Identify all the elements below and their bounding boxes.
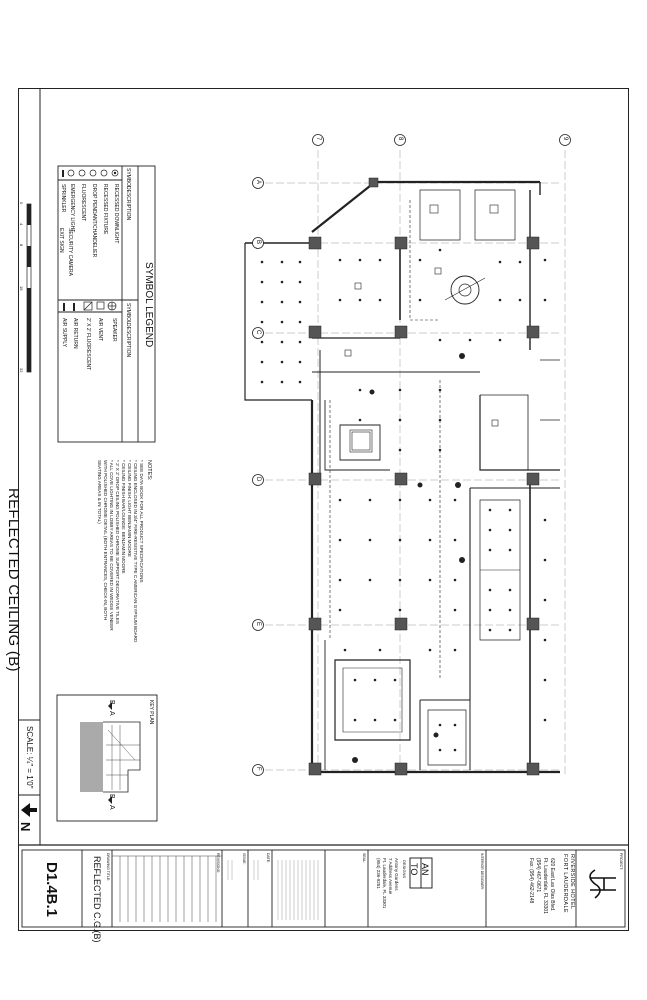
revisions-label: REVISIONS: [216,853,220,874]
note-line: * SEE DATA BOOK FOR ALL PRODUCT SPECIFIC… [139,460,144,583]
designer-name: Antony Gardens [394,858,399,891]
legend-col-description-2: DESCRIPTION [125,323,131,358]
note-line: WITH POLISHED CHROME DETAIL (BOTH ENTRAN… [103,460,108,621]
hotel-name: RIVERSIDE HOTEL [569,854,575,910]
grid-label: 7 [315,137,321,141]
note-line: * ALL COVE LIGHTING IN LOBBY AREAS TO BE… [109,460,114,631]
hotel-address2: Ft. Lauderdale, FL 33301 [542,858,548,914]
issue-label: ISSUE: [242,853,246,865]
structural-columns [308,177,540,776]
legend-item: FLUORESCENT [80,184,86,222]
legend-item: AIR VENT [97,318,103,342]
north-label: N [18,822,33,832]
notes-title: NOTES: [146,460,152,481]
grid-bubbles [252,134,571,776]
scale-tick: 4 [19,223,24,226]
hotel-fax: Fax: (954) 462-2148 [528,858,534,904]
drawing-sheet [18,88,629,931]
key-plan-marker: A [108,711,115,716]
note-line: * CEILING FINISH: LIGHT BENJAMIN MOORE [127,460,132,557]
note-line: SEATING AREAS & IN TOTAL) [97,460,102,524]
grid-label: 9 [562,137,568,141]
legend-item: AIR RETURN [72,318,78,349]
scale-tick: 16 [19,286,24,291]
scale-tick: 0 [19,202,24,205]
drawing-title-label: DRAWING TITLE: [106,853,110,882]
date-label: DATE: [266,853,270,864]
designer-logo-top: AN [420,863,430,876]
hotel-city: FORT LAUDERDALE [562,854,568,913]
scale-tick: 32 [19,368,24,373]
designer-logo [409,857,433,889]
grid-label: A [255,180,261,185]
project-label: PROJECT: [619,853,623,870]
legend-title: SYMBOL LEGEND [143,262,154,348]
note-line: * CEILING ENCLOSED IN 3/4" FIRE-RESISTIV… [133,460,138,643]
designer-logo-bottom: TO [409,863,419,876]
key-plan [56,694,158,822]
designer-phone: (954) 236-9251 [376,858,381,889]
legend-item: SECURITY CAMERA [67,228,73,276]
legend-table [57,165,156,443]
north-arrow-icon [21,803,37,817]
sheet-title: REFLECTED CEILING (B) [5,488,22,672]
legend-item: DROP PENDANT/CHANDELIER [91,184,97,258]
legend-col-symbol-2: SYMBOL [125,303,131,324]
key-plan-marker: A [108,805,115,810]
designer-address2: Ft. Lauderdale, FL 33301 [382,858,387,909]
designer-firm: DESIGNS [402,860,407,879]
grid-label: C [255,330,261,335]
legend-item: 2' X 2' FLUORESCENT [85,318,91,371]
sheet-number: D1.4B.1 [43,862,60,918]
legend-item: EMERGENCY LIGHT [69,184,75,233]
graphic-scale [26,203,32,373]
scale-label: SCALE: ¼" = 1'0" [25,726,34,789]
legend-item: AIR SUPPLY [61,318,67,348]
hotel-address1: 620 East Las Olas Blvd. [549,858,555,912]
legend-item: EXIT SIGN [58,228,64,253]
key-plan-title: KEY PLAN [148,700,154,725]
grid-label: 8 [397,137,403,141]
grid-label: B [255,240,261,245]
grid-label: D [255,477,261,482]
scale-tick: 8 [19,244,24,247]
note-line: * CEILING FINISH BAR/LOUNGE: BENJAMIN MO… [121,460,126,574]
grid-label: E [255,622,261,627]
ceiling-fixtures [260,248,547,763]
key-plan-marker: B [108,794,115,799]
grid-label: F [255,767,261,771]
hotel-phone: (954) 467-0671 [535,858,541,893]
hotel-logo [589,869,616,899]
legend-item: RECESSED FIXTURE [102,184,108,235]
legend-col-description: DESCRIPTION [125,186,131,221]
note-line: * 2' X 2' DROP CEILING POLISHED CHROME S… [115,460,120,624]
designer-label: INTERIOR DESIGNER: [480,853,484,890]
seal-label: SEAL: [362,853,366,863]
legend-item: SPEAKER [111,318,117,342]
legend-item: RECESSED DOWNLIGHT [113,184,119,244]
sheet-name: REFLECTED C.G.(B) [92,856,102,943]
legend-item: SPRINKLER [60,184,66,213]
designer-address1: 7 Address Avenue [388,858,393,895]
key-plan-marker: B [108,700,115,705]
